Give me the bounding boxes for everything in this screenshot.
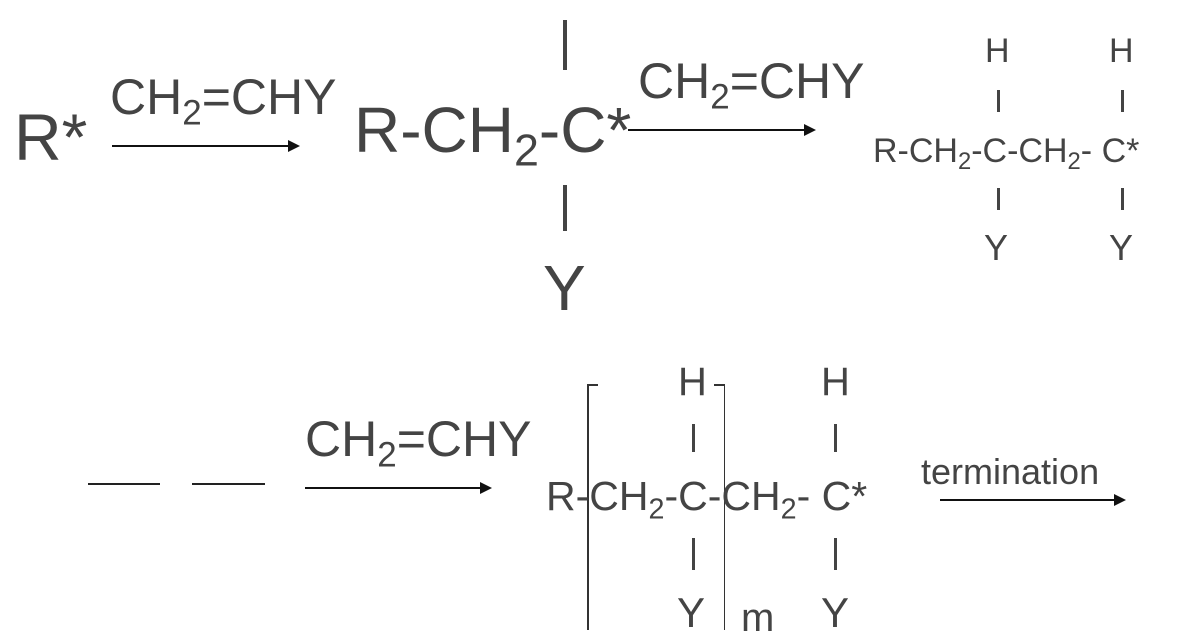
substituent-y-2a: Y (984, 227, 1009, 268)
monomer-label-3: CH2=CHY (305, 411, 532, 475)
monomer-label-1: CH2=CHY (110, 69, 337, 133)
termination-arrow (940, 494, 1126, 506)
continuation-dash-2 (192, 483, 265, 485)
bond-bottom-2b (1121, 188, 1124, 210)
bracket-left (587, 384, 589, 630)
reaction-arrow-1 (112, 140, 300, 152)
substituent-y-3a: Y (677, 589, 706, 636)
continuation-dash-1 (88, 483, 160, 485)
reaction-arrow-3 (305, 482, 492, 494)
substituent-y-1: Y (543, 252, 586, 324)
h-atom-3a: H (678, 360, 707, 404)
bond-bottom-2a (997, 188, 1000, 210)
bond-bottom-3b (834, 538, 837, 570)
radical-r: R* (14, 100, 88, 174)
reaction-arrow-2 (628, 124, 816, 136)
h-atom-3b: H (821, 360, 850, 404)
h-atom-2b: H (1109, 32, 1134, 70)
bond-top-3a (692, 424, 695, 452)
bond-top-1 (563, 20, 567, 70)
substituent-y-3b: Y (821, 589, 850, 636)
bond-top-3b (834, 424, 837, 452)
h-atom-2a: H (985, 32, 1010, 70)
product-2-formula: R-CH2-C-CH2- C* (873, 132, 1140, 176)
bracket-right (724, 384, 725, 630)
bracket-left-tick (587, 384, 598, 386)
substituent-y-2b: Y (1109, 227, 1134, 268)
bond-bottom-1 (563, 185, 567, 231)
bond-bottom-3a (692, 538, 695, 570)
product-3-formula: R-CH2-C-CH2- C* (546, 473, 868, 526)
termination-label: termination (921, 451, 1100, 492)
monomer-label-2: CH2=CHY (638, 53, 865, 117)
product-1-formula: R-CH2-C* (354, 94, 632, 176)
repeat-unit-m: m (741, 596, 775, 640)
bond-top-2b (1121, 90, 1124, 112)
bond-top-2a (997, 90, 1000, 112)
bracket-right-tick (714, 384, 725, 386)
